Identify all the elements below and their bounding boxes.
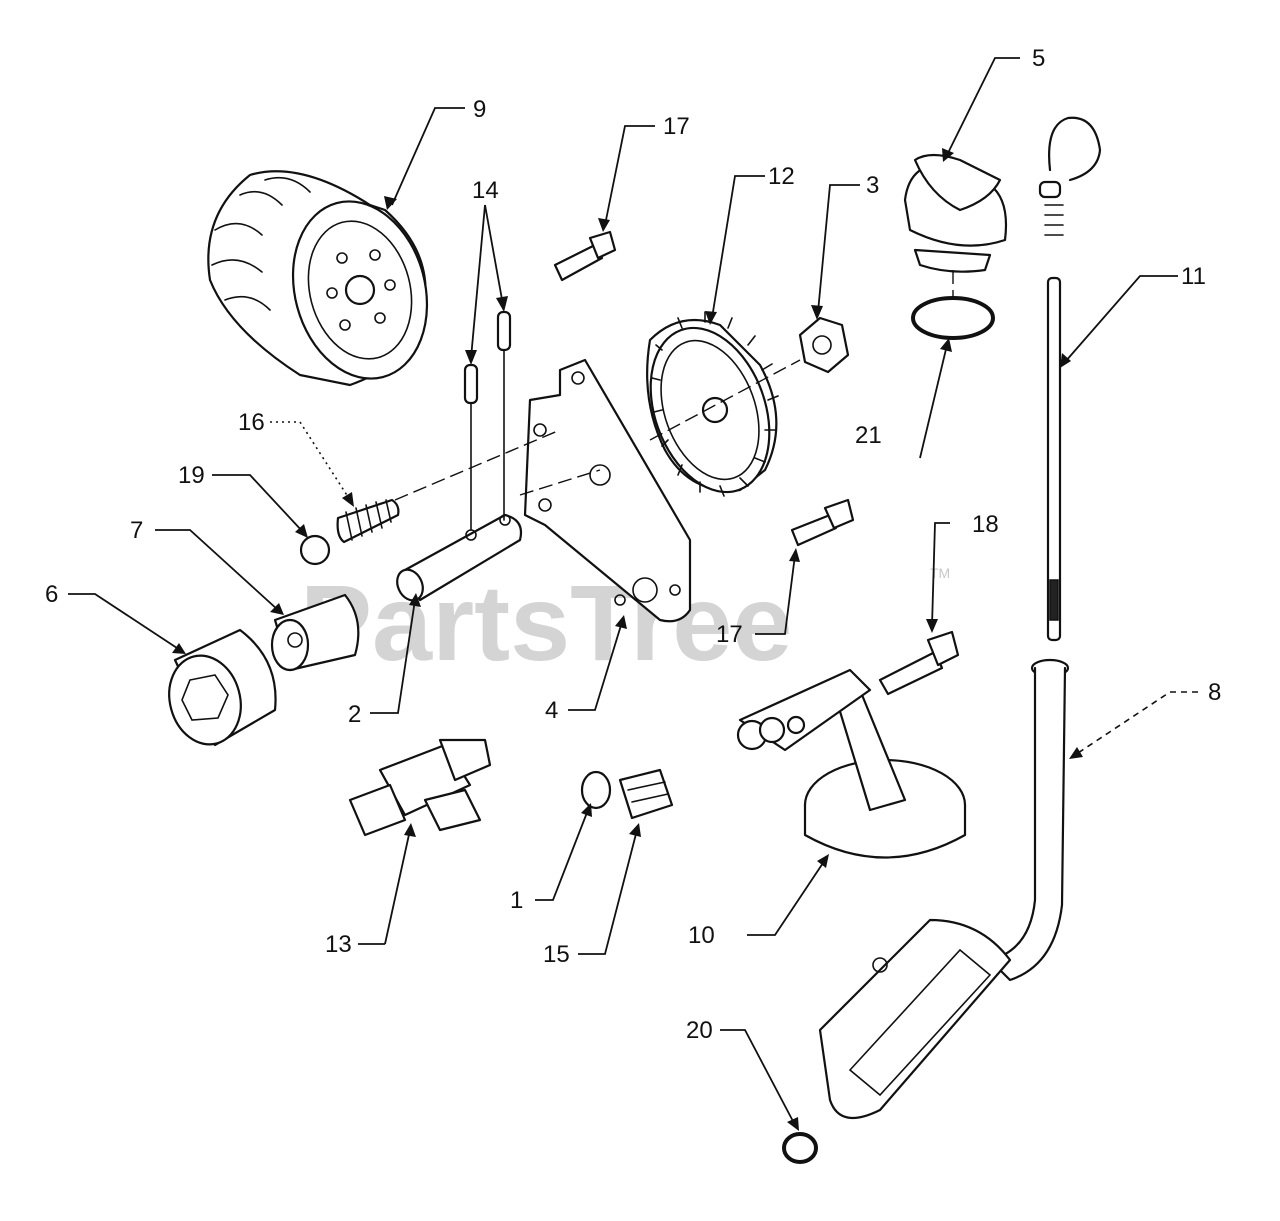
callout-18[interactable]: 18 — [972, 511, 999, 538]
leader-lines — [68, 57, 1198, 1131]
part-3-nut[interactable] — [798, 316, 850, 374]
part-2-shaft[interactable] — [392, 349, 523, 605]
part-20-o-ring[interactable] — [782, 1132, 818, 1164]
part-12-gear[interactable] — [629, 311, 791, 508]
part-5-oil-cap[interactable] — [903, 153, 1008, 273]
part-9-oil-filter[interactable] — [207, 170, 446, 394]
callout-19[interactable]: 19 — [178, 462, 205, 489]
callout-7[interactable]: 7 — [130, 517, 143, 544]
callout-17-lower[interactable]: 17 — [716, 621, 743, 648]
part-7-coupling[interactable] — [270, 593, 360, 672]
axis-line-shaft — [394, 429, 561, 501]
axis-line-plate — [519, 469, 601, 496]
callout-10[interactable]: 10 — [688, 922, 715, 949]
part-16-spring[interactable] — [336, 498, 400, 544]
watermark-logo: PartsTree — [300, 562, 792, 683]
part-4-plate[interactable] — [523, 358, 692, 623]
callout-15[interactable]: 15 — [543, 941, 570, 968]
watermark-trademark: TM — [930, 565, 950, 581]
part-1-washer[interactable] — [580, 770, 612, 810]
part-17-bolt-upper[interactable] — [553, 230, 617, 282]
part-6-socket[interactable] — [160, 628, 277, 753]
part-15-fitting[interactable] — [618, 768, 674, 820]
part-11-dipstick[interactable] — [1038, 116, 1102, 642]
callout-21[interactable]: 21 — [855, 422, 882, 449]
part-13-valve-fitting[interactable] — [348, 738, 492, 837]
callout-2[interactable]: 2 — [348, 701, 361, 728]
axis-line-gear — [649, 359, 801, 441]
callout-6[interactable]: 6 — [45, 581, 58, 608]
part-8-gauge-tube[interactable] — [818, 658, 1070, 1120]
part-17-bolt-lower[interactable] — [790, 498, 855, 547]
part-18-bolt[interactable] — [878, 630, 960, 696]
callout-17-top[interactable]: 17 — [663, 113, 690, 140]
callout-9[interactable]: 9 — [473, 96, 486, 123]
part-10-strainer[interactable] — [736, 668, 967, 859]
part-21-o-ring[interactable] — [911, 296, 995, 340]
callout-11[interactable]: 11 — [1181, 263, 1206, 290]
callout-1[interactable]: 1 — [510, 887, 523, 914]
callout-4[interactable]: 4 — [545, 697, 558, 724]
callout-8[interactable]: 8 — [1208, 679, 1221, 706]
part-19-ball[interactable] — [299, 534, 331, 566]
callout-13[interactable]: 13 — [325, 931, 352, 958]
callout-16[interactable]: 16 — [238, 409, 265, 436]
callout-5[interactable]: 5 — [1032, 45, 1045, 72]
callout-3[interactable]: 3 — [866, 172, 879, 199]
callout-12[interactable]: 12 — [768, 163, 795, 190]
callout-20[interactable]: 20 — [686, 1017, 713, 1044]
callout-14[interactable]: 14 — [472, 177, 499, 204]
